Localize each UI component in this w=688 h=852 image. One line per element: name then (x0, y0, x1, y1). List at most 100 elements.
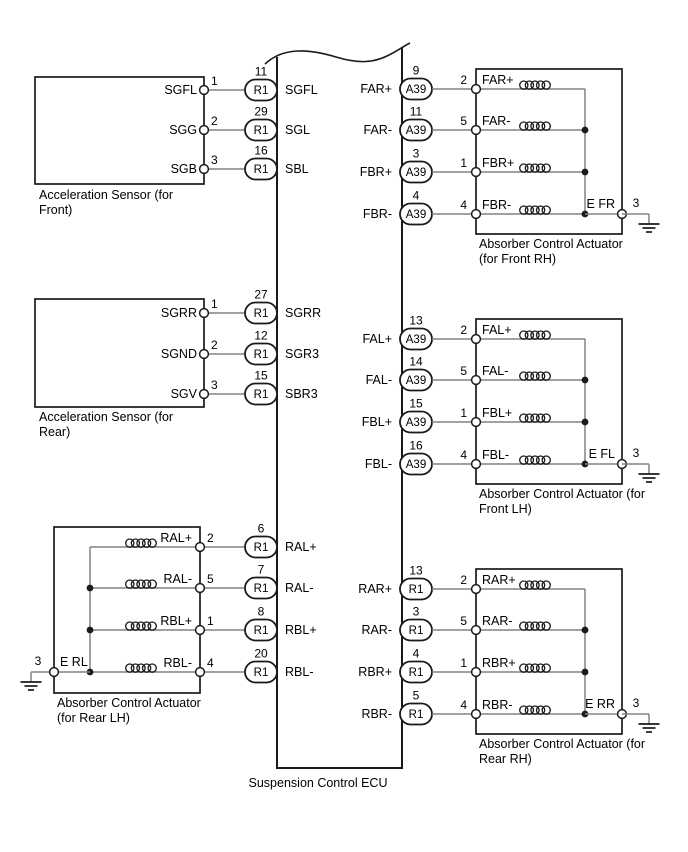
connector-name: A39 (406, 209, 426, 221)
connector-pin-number: 6 (258, 522, 265, 536)
connector-name: R1 (409, 625, 424, 637)
junction-dot (581, 376, 589, 384)
device-pin-number: 5 (207, 572, 214, 586)
ecu-signal-label: FBL- (365, 457, 392, 471)
connector-pin-number: 16 (409, 439, 423, 453)
coil-loop (541, 163, 551, 173)
actuator_front_lh-caption: Front LH) (479, 502, 532, 516)
coil-loop (524, 663, 535, 673)
connector-pin-number: 13 (409, 564, 423, 578)
coil-loop (141, 663, 152, 673)
connector-pin-number: 20 (254, 647, 268, 661)
coil-loop (519, 413, 529, 423)
coil-loop (530, 663, 540, 673)
actuator_front_rh-box (475, 68, 623, 235)
device-pin-number: 1 (460, 406, 467, 420)
coil-loop (519, 371, 529, 381)
coil-loop (136, 663, 146, 673)
coil-loop (136, 621, 146, 631)
coil-loop (541, 371, 551, 381)
coil-loop (530, 121, 540, 131)
connector-name: A39 (406, 417, 426, 429)
junction-dot (581, 626, 589, 634)
coil-loop (519, 205, 529, 215)
coil-loop (535, 413, 546, 423)
device-pin-number: 4 (460, 698, 467, 712)
connector-pin-number: 5 (413, 689, 420, 703)
terminal-circle (470, 333, 482, 345)
ground-pin-number: 3 (633, 446, 640, 460)
coil-loop (136, 579, 146, 589)
coil-loop (130, 621, 141, 631)
device-pin-number: 2 (460, 323, 467, 337)
device-pin-number: 3 (211, 153, 218, 167)
coil-loop (524, 580, 535, 590)
ecu-signal-label: RAL+ (285, 540, 317, 554)
coil-loop (541, 580, 551, 590)
sensor_front-caption: Acceleration Sensor (for (39, 188, 173, 202)
ground-terminal-label: E FR (587, 197, 615, 211)
connector-pin-number: 15 (409, 397, 423, 411)
coil-loop (147, 579, 157, 589)
coil-loop (147, 621, 157, 631)
terminal-circle (194, 541, 206, 553)
device-pin-number: 5 (460, 614, 467, 628)
device-terminal-label: RBR- (482, 698, 513, 712)
connector-pin-number: 3 (413, 605, 420, 619)
connector-name: A39 (406, 167, 426, 179)
connector-pin-number: 3 (413, 147, 420, 161)
connector-name: A39 (406, 334, 426, 346)
actuator_rear_rh-box (475, 568, 623, 735)
connector-oval-actuator_rear_lh-2 (244, 618, 278, 642)
coil-loop (535, 121, 546, 131)
terminal-circle (198, 124, 210, 136)
connector-name: R1 (254, 85, 269, 97)
coil-loop (519, 455, 529, 465)
ground-terminal-label: E FL (589, 447, 615, 461)
connector-name: R1 (409, 584, 424, 596)
junction-dot (86, 584, 94, 592)
connector-pin-number: 11 (410, 105, 423, 119)
ecu-signal-label: RAR- (361, 623, 392, 637)
connector-name: R1 (254, 308, 269, 320)
coil-loop (530, 705, 540, 715)
device-terminal-label: SGG (169, 123, 197, 137)
connector-pin-number: 27 (254, 288, 268, 302)
coil-loop (524, 121, 535, 131)
coil-loop (535, 663, 546, 673)
terminal-circle (194, 624, 206, 636)
coil-loop (519, 705, 529, 715)
coil-loop (125, 579, 135, 589)
device-pin-number: 2 (207, 531, 214, 545)
ecu-signal-label: FBR+ (360, 165, 392, 179)
device-pin-number: 1 (460, 156, 467, 170)
connector-pin-number: 4 (413, 189, 420, 203)
device-terminal-label: RAL+ (160, 531, 192, 545)
terminal-circle (198, 307, 210, 319)
device-pin-number: 4 (460, 198, 467, 212)
terminal-circle (470, 374, 482, 386)
device-terminal-label: SGB (171, 162, 197, 176)
coil-loop (541, 121, 551, 131)
coil-loop (130, 579, 141, 589)
junction-dot (581, 418, 589, 426)
connector-name: R1 (254, 389, 269, 401)
device-pin-number: 1 (207, 614, 214, 628)
coil-loop (541, 205, 551, 215)
ground-terminal-label: E RL (60, 655, 88, 669)
coil-loop (530, 621, 540, 631)
ecu-signal-label: RBL- (285, 665, 313, 679)
device-terminal-label: RAR- (482, 614, 513, 628)
device-terminal-label: RBR+ (482, 656, 516, 670)
connector-name: A39 (406, 84, 426, 96)
actuator_rear_lh-caption: Absorber Control Actuator (57, 696, 201, 710)
ecu-signal-label: RAL- (285, 581, 313, 595)
coil-loop (125, 663, 135, 673)
coil-loop (519, 80, 529, 90)
coil-loop (530, 330, 540, 340)
coil-loop (141, 538, 152, 548)
actuator_front_rh-caption: (for Front RH) (479, 252, 556, 266)
coil-loop (541, 330, 551, 340)
sensor_rear-caption: Acceleration Sensor (for (39, 410, 173, 424)
